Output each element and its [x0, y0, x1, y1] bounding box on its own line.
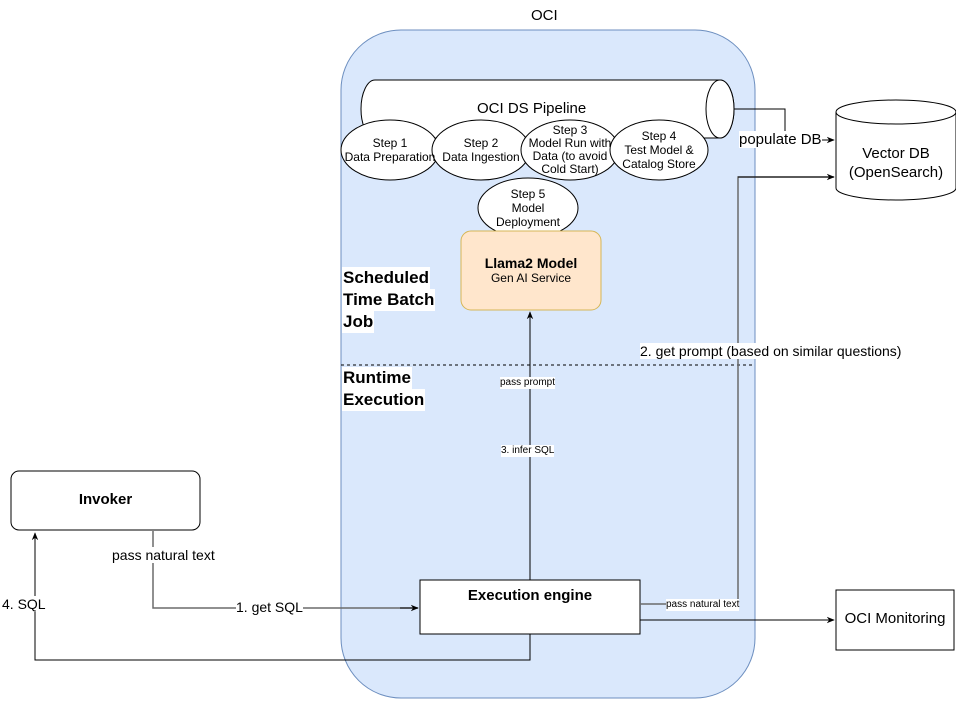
oci-region	[340, 29, 756, 699]
step-3-title: Step 3	[552, 123, 588, 137]
step-1-title: Step 1	[372, 136, 408, 150]
edge-label-pass-natural-text-engine: pass natural text	[666, 599, 740, 611]
invoker-label: Invoker	[78, 491, 133, 508]
step-1-line-1: Data Preparation	[344, 150, 436, 164]
section-runtime-line-2: Execution	[342, 389, 426, 411]
step-4-label: Step 4 Test Model & Catalog Store	[610, 122, 708, 178]
vector-db-line-2: (OpenSearch)	[848, 164, 944, 181]
vector-db-cylinder	[835, 99, 956, 201]
step-4-line-2: Catalog Store	[622, 157, 696, 171]
step-3-label: Step 3 Model Run with Data (to avoid Col…	[521, 122, 619, 178]
edge-label-get-sql: 1. get SQL	[236, 599, 303, 616]
step-5-label: Step 5 Model Deployment	[478, 180, 578, 236]
section-batch-line-1: Scheduled	[342, 267, 430, 289]
step-4-title: Step 4	[641, 129, 677, 143]
step-3-line-2: Data (to avoid	[532, 149, 608, 163]
execution-engine-label: Execution engine	[467, 587, 593, 604]
llama-model-subtitle: Gen AI Service	[490, 271, 572, 285]
section-batch-line-3: Job	[342, 311, 375, 333]
step-2-title: Step 2	[463, 136, 499, 150]
step-3-line-3: Cold Start)	[541, 162, 599, 176]
step-1-label: Step 1 Data Preparation	[341, 122, 439, 178]
invoker-box	[10, 470, 201, 531]
oci-monitoring-label: OCI Monitoring	[844, 610, 946, 627]
edge-label-pass-natural-text-invoker: pass natural text	[112, 547, 215, 564]
vector-db-label: Vector DB (OpenSearch)	[836, 144, 956, 182]
section-runtime-label: Runtime Execution	[342, 367, 426, 411]
edge-label-get-prompt: 2. get prompt (based on similar question…	[640, 343, 902, 360]
step-2-label: Step 2 Data Ingestion	[432, 122, 530, 178]
step-5-line-2: Deployment	[495, 215, 561, 229]
step-3-line-1: Model Run with	[528, 136, 612, 150]
oci-region-title: OCI	[531, 7, 558, 24]
step-5-title: Step 5	[510, 187, 546, 201]
edge-label-pass-prompt: pass prompt	[500, 377, 556, 389]
pipeline-label: OCI DS Pipeline	[477, 100, 587, 117]
llama-model-title: Llama2 Model	[484, 255, 578, 271]
section-batch-label: Scheduled Time Batch Job	[342, 267, 436, 333]
step-5-line-1: Model	[511, 201, 545, 215]
execution-engine-box	[419, 579, 641, 635]
step-4-ellipse	[609, 119, 709, 181]
edge-label-sql-return: 4. SQL	[2, 596, 46, 613]
section-runtime-line-1: Runtime	[342, 367, 412, 389]
vector-db-line-1: Vector DB	[862, 145, 930, 162]
step-2-line-1: Data Ingestion	[442, 150, 520, 164]
edge-label-populate-db: populate DB	[739, 131, 822, 149]
section-batch-line-2: Time Batch	[342, 289, 436, 311]
step-4-line-1: Test Model &	[624, 143, 694, 157]
oci-monitoring-box	[835, 589, 955, 651]
llama-model-box	[460, 230, 602, 311]
edge-label-infer-sql: 3. infer SQL	[501, 445, 555, 457]
